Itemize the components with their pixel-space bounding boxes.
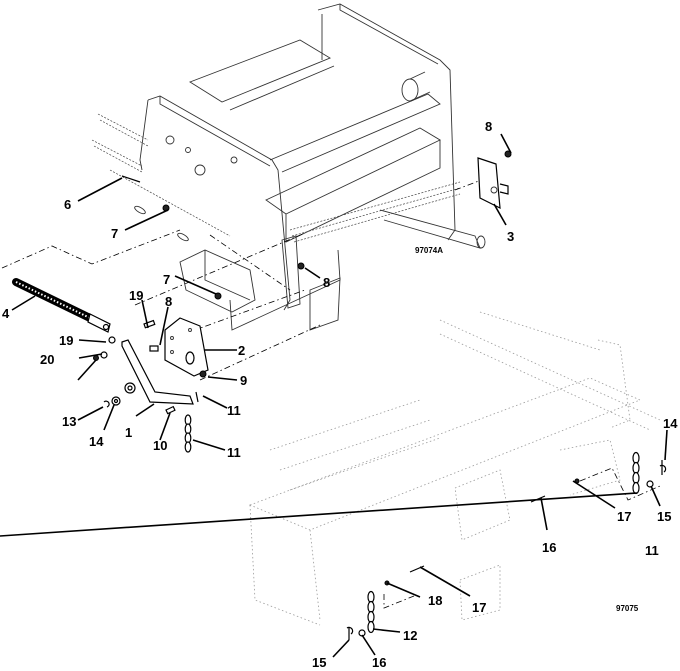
leader-lines bbox=[0, 133, 668, 658]
callout-17-bottom: 18 bbox=[428, 593, 442, 608]
callout-11-upper: 11 bbox=[227, 445, 241, 460]
callout-16-bottom: 17 bbox=[472, 600, 486, 615]
lever-part bbox=[121, 339, 194, 405]
callout-8-lower: 9 bbox=[240, 373, 247, 388]
callout-18: 19 bbox=[129, 288, 143, 303]
lever-assembly bbox=[12, 150, 512, 453]
callout-19-upper: 19 bbox=[59, 333, 73, 348]
callout-15-bottom: 16 bbox=[372, 655, 386, 670]
figure-id-upper: 97074A bbox=[415, 246, 443, 255]
callout-9: 10 bbox=[153, 438, 167, 453]
assembly-center-lines bbox=[1, 175, 493, 381]
callout-8-top-right: 8 bbox=[485, 119, 492, 134]
callout-6: 7 bbox=[111, 226, 118, 241]
callout-19-lower: 20 bbox=[40, 352, 54, 367]
callout-16-right: 16 bbox=[542, 540, 556, 555]
tractor-frame-upper bbox=[91, 3, 486, 331]
chain-part-right bbox=[632, 451, 640, 495]
callout-11-right: 11 bbox=[645, 543, 659, 558]
callout-14-bottom: 15 bbox=[312, 655, 326, 670]
pin-5 bbox=[121, 175, 141, 183]
figure-id-lower: 97075 bbox=[616, 604, 639, 613]
bracket-part bbox=[164, 317, 209, 377]
callout-10: 11 bbox=[227, 403, 241, 418]
callout-8-upper: 8 bbox=[165, 294, 172, 309]
callout-7-left: 7 bbox=[163, 272, 170, 287]
callout-7-right: 8 bbox=[323, 275, 330, 290]
mower-deck-ghosted bbox=[248, 311, 661, 626]
callout-1: 1 bbox=[125, 425, 132, 440]
callout-5: 6 bbox=[64, 197, 71, 212]
callout-4: 4 bbox=[2, 306, 10, 321]
callout-13: 14 bbox=[89, 434, 104, 449]
chain-part-upper bbox=[184, 414, 192, 453]
spring-part bbox=[12, 278, 111, 333]
plate-part bbox=[477, 157, 501, 210]
callout-17-right: 17 bbox=[617, 509, 631, 524]
callout-2: 2 bbox=[238, 343, 245, 358]
callout-12: 13 bbox=[62, 414, 76, 429]
callout-3: 3 bbox=[507, 229, 514, 244]
callout-15-right: 15 bbox=[657, 509, 671, 524]
callout-14-right: 14 bbox=[663, 416, 678, 431]
chain-part-bottom bbox=[367, 590, 375, 634]
callout-labels: 6 7 7 8 4 19 8 2 9 11 11 19 20 13 14 1 1… bbox=[2, 119, 678, 670]
callout-11-bottom: 12 bbox=[403, 628, 417, 643]
